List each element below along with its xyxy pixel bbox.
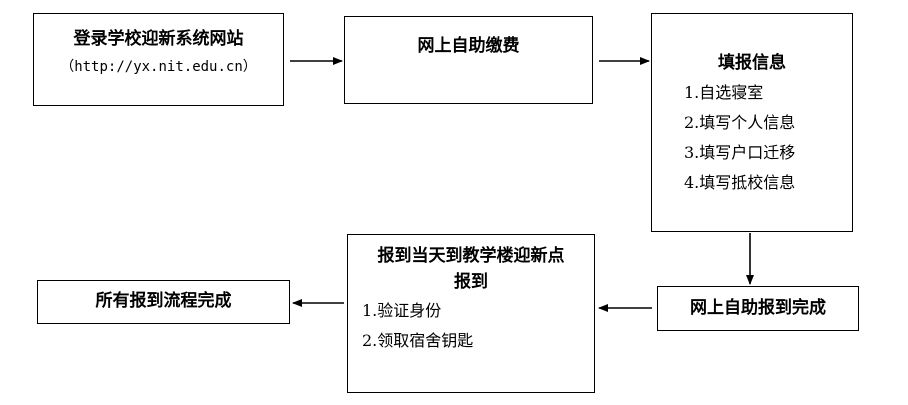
- step-onsite-box: 报到当天到教学楼迎新点 报到 1.验证身份 2.领取宿舍钥匙: [347, 234, 595, 393]
- step-onsite-item: 2.领取宿舍钥匙: [362, 331, 474, 350]
- step-info-title: 填报信息: [718, 53, 786, 73]
- step-payment-box: 网上自助缴费: [344, 16, 593, 104]
- step-all-done-box: 所有报到流程完成: [37, 280, 290, 324]
- step-onsite-list: 1.验证身份 2.领取宿舍钥匙: [362, 296, 594, 356]
- step-info-list: 1.自选寝室 2.填写个人信息 3.填写户口迁移 4.填写抵校信息: [684, 78, 852, 198]
- step-info-box: 填报信息 1.自选寝室 2.填写个人信息 3.填写户口迁移 4.填写抵校信息: [651, 13, 853, 232]
- step-login-url: （http://yx.nit.edu.cn）: [60, 59, 257, 75]
- step-all-done-title: 所有报到流程完成: [95, 291, 232, 311]
- step-onsite-item: 1.验证身份: [362, 301, 442, 320]
- step-payment-title: 网上自助缴费: [417, 36, 520, 56]
- step-online-done-box: 网上自助报到完成: [657, 286, 859, 331]
- step-info-item: 2.填写个人信息: [684, 113, 796, 132]
- step-onsite-title-line1: 报到当天到教学楼迎新点: [377, 246, 565, 266]
- step-info-item: 3.填写户口迁移: [684, 143, 796, 162]
- step-login-title: 登录学校迎新系统网站: [73, 29, 244, 49]
- step-online-done-title: 网上自助报到完成: [690, 298, 826, 318]
- step-info-item: 1.自选寝室: [684, 83, 764, 102]
- step-login-box: 登录学校迎新系统网站 （http://yx.nit.edu.cn）: [33, 13, 284, 106]
- step-info-item: 4.填写抵校信息: [684, 173, 796, 192]
- step-onsite-title-line2: 报到: [454, 272, 488, 292]
